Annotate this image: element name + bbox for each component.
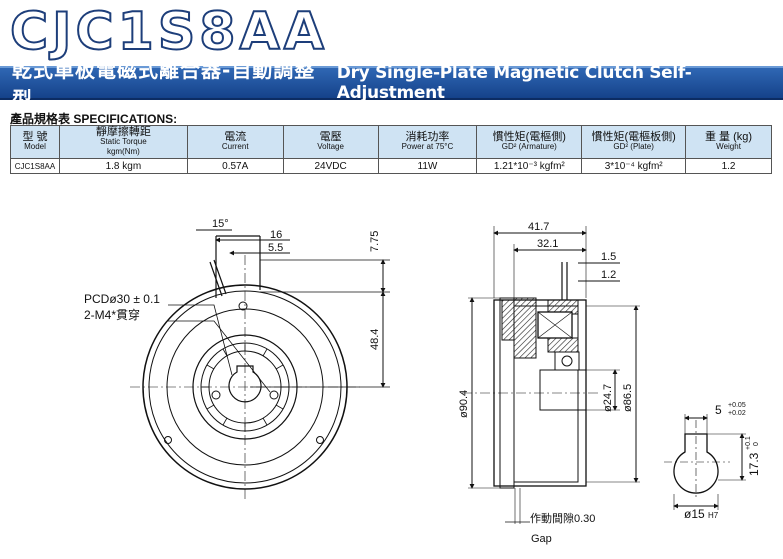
- label-holes: 2-M4*貫穿: [84, 307, 140, 322]
- dim-dia-24-7: ø24.7: [602, 384, 614, 412]
- header-gd2-plate: 慣性矩(電樞板側)GD² (Plate): [581, 125, 687, 159]
- front-dimensions: 15° 16 5.5 7.75 48.4 PCDø30 ± 0.1 2-M4*貫…: [84, 218, 381, 350]
- cell-current: 0.57A: [186, 158, 284, 174]
- dim-7-75: 7.75: [369, 231, 381, 252]
- dim-1-5: 1.5: [601, 251, 616, 263]
- cell-model: CJC1S8AA: [10, 158, 60, 174]
- dim-key-width: 5: [715, 403, 722, 417]
- keyway-detail: [664, 414, 746, 510]
- model-title: CJC1S8AA: [9, 1, 328, 63]
- dim-key-height: 17.3: [747, 452, 761, 476]
- cell-power: 11W: [377, 158, 478, 174]
- cell-voltage: 24VDC: [282, 158, 379, 174]
- cell-torque: 1.8 kgm: [58, 158, 188, 174]
- dim-1-2: 1.2: [601, 269, 616, 281]
- cell-weight: 1.2: [685, 158, 772, 174]
- technical-drawing: 15° 16 5.5 7.75 48.4 PCDø30 ± 0.1 2-M4*貫…: [84, 218, 761, 545]
- dim-angle: 15°: [212, 218, 229, 230]
- side-dimensions: 41.7 32.1 1.5 1.2 ø90.4 ø86.5 ø24.7 作動間隙…: [458, 221, 634, 545]
- side-view: [462, 226, 640, 524]
- dim-32-1: 32.1: [537, 238, 558, 250]
- dim-bore-fit: H7: [708, 511, 719, 520]
- dim-dia-86-5: ø86.5: [622, 384, 634, 412]
- front-view: [130, 229, 390, 500]
- dim-bore: ø15: [684, 507, 705, 521]
- label-gap-zh: 作動間隙0.30: [530, 511, 595, 525]
- keyway-dimensions: 5 +0.05 +0.02 17.3 +0.1 0 ø15 H7: [684, 402, 761, 521]
- dim-48-4: 48.4: [369, 329, 381, 350]
- cell-gd2-plate: 3*10⁻⁴ kgfm²: [581, 158, 687, 174]
- dim-key-height-tol-lower: 0: [753, 442, 760, 446]
- dim-key-height-tol-upper: +0.1: [745, 436, 752, 450]
- banner-title-zh: 乾式單板電磁式離合器-自動調整型: [12, 58, 316, 111]
- title-banner: 乾式單板電磁式離合器-自動調整型 Dry Single-Plate Magnet…: [0, 58, 783, 111]
- header-weight: 重 量 (kg)Weight: [685, 125, 772, 159]
- spec-heading: 產品規格表 SPECIFICATIONS:: [10, 112, 178, 126]
- dim-41-7: 41.7: [528, 221, 549, 233]
- cell-gd2-armature: 1.21*10⁻³ kgfm²: [476, 158, 583, 174]
- dim-16: 16: [270, 229, 282, 241]
- banner-title-en: Dry Single-Plate Magnetic Clutch Self-Ad…: [336, 63, 692, 103]
- dim-dia-90-4: ø90.4: [458, 390, 470, 418]
- header-gd2-armature: 慣性矩(電樞側)GD² (Armature): [476, 125, 583, 159]
- label-gap-en: Gap: [531, 533, 552, 545]
- dim-key-width-tol-upper: +0.05: [728, 402, 746, 409]
- dim-key-width-tol-lower: +0.02: [728, 410, 746, 417]
- table-row: CJC1S8AA 1.8 kgm 0.57A 24VDC 11W 1.21*10…: [10, 158, 772, 174]
- label-pcd: PCDø30 ± 0.1: [84, 292, 160, 306]
- dim-5-5: 5.5: [268, 242, 283, 254]
